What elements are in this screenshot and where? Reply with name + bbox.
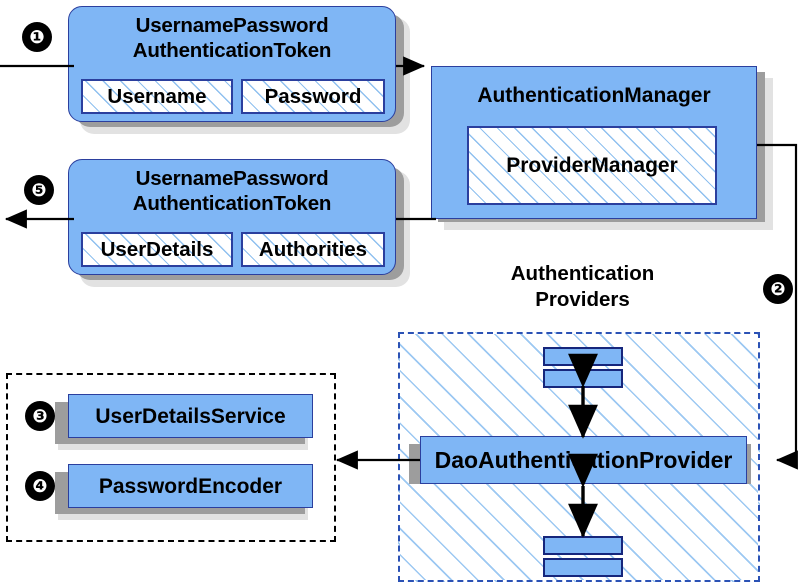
response-token-field-authorities[interactable]: Authorities [241, 232, 385, 267]
provider-bar-bottom-2[interactable] [543, 558, 623, 577]
response-token-title: UsernamePassword AuthenticationToken [69, 166, 395, 216]
provider-bar-top-2[interactable] [543, 369, 623, 388]
request-token-box[interactable]: UsernamePassword AuthenticationToken Use… [68, 6, 396, 122]
marker-5: ❺ [24, 175, 54, 205]
passwordencoder-label: PasswordEncoder [98, 475, 283, 498]
provider-manager-box[interactable]: ProviderManager [467, 126, 717, 205]
marker-3: ❸ [25, 401, 55, 431]
request-token-title: UsernamePassword AuthenticationToken [69, 13, 395, 63]
dependencies-container [6, 373, 336, 542]
dao-authentication-provider-box[interactable]: DaoAuthenticationProvider [420, 436, 747, 484]
userdetailsservice-box[interactable]: UserDetailsService [68, 394, 313, 438]
marker-2: ❷ [763, 274, 793, 304]
provider-bar-top-1[interactable] [543, 347, 623, 366]
authentication-providers-label-line1: Authentication [510, 262, 655, 285]
authentication-manager-title: AuthenticationManager [477, 84, 711, 107]
request-token-field-password[interactable]: Password [241, 79, 385, 114]
authentication-providers-label-line2: Providers [535, 288, 630, 311]
response-token-title-line2: AuthenticationToken [132, 192, 332, 215]
userdetailsservice-label: UserDetailsService [95, 405, 286, 428]
request-token-title-line1: UsernamePassword [135, 14, 329, 37]
passwordencoder-box[interactable]: PasswordEncoder [68, 464, 313, 508]
dao-authentication-provider-title: DaoAuthenticationProvider [434, 447, 733, 473]
marker-4: ❹ [25, 471, 55, 501]
marker-1: ❶ [22, 22, 52, 52]
authentication-manager-box[interactable]: AuthenticationManager ProviderManager [431, 66, 757, 219]
response-token-box[interactable]: UsernamePassword AuthenticationToken Use… [68, 159, 396, 275]
request-token-title-line2: AuthenticationToken [132, 39, 332, 62]
request-token-field-username[interactable]: Username [81, 79, 233, 114]
response-token-field-userdetails[interactable]: UserDetails [81, 232, 233, 267]
response-token-title-line1: UsernamePassword [135, 167, 329, 190]
authentication-providers-label: Authentication Providers [470, 261, 695, 313]
provider-bar-bottom-1[interactable] [543, 536, 623, 555]
